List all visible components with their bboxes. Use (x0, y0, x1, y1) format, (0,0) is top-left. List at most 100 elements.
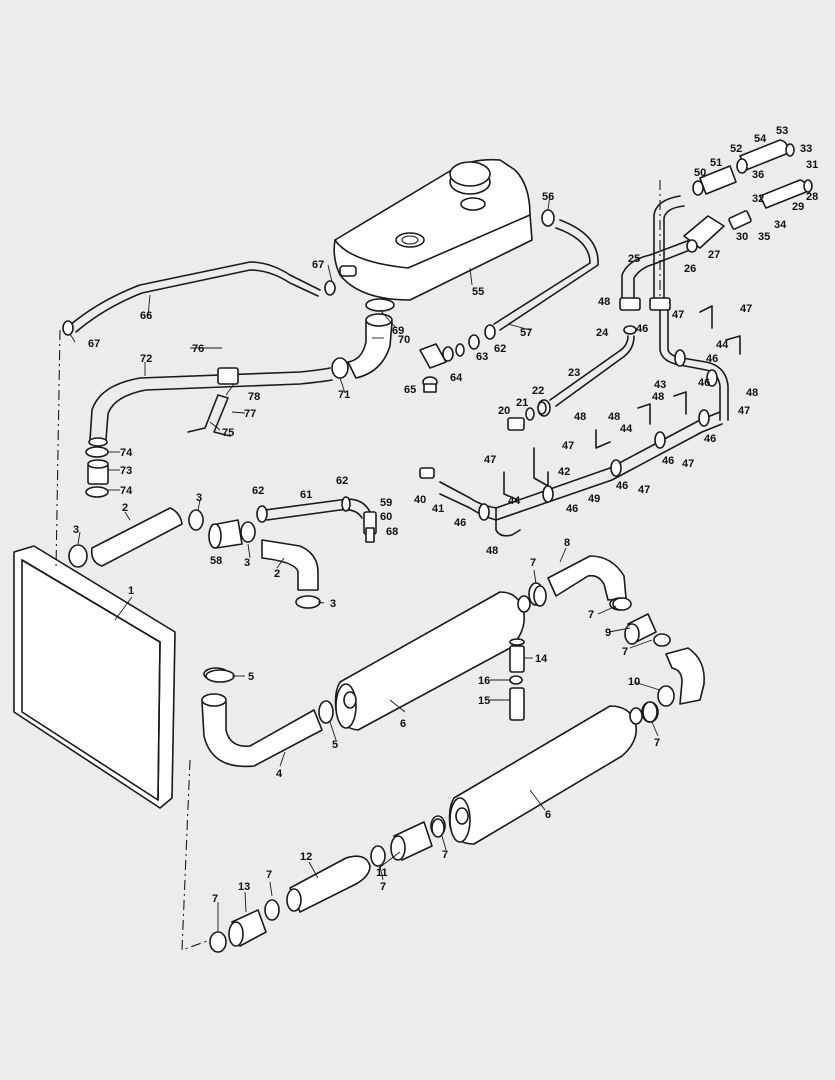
callout-47: 47 (740, 303, 752, 315)
callout-21: 21 (516, 397, 528, 409)
callout-7: 7 (530, 557, 536, 569)
callout-5: 5 (332, 739, 338, 751)
callout-26: 26 (684, 263, 696, 275)
callout-32: 32 (752, 193, 764, 205)
callout-71: 71 (338, 389, 350, 401)
callout-57: 57 (520, 327, 532, 339)
callout-74: 74 (120, 485, 133, 497)
pipe-12 (286, 855, 371, 913)
callout-3: 3 (330, 598, 336, 610)
callout-40: 40 (414, 494, 426, 506)
muffler-lower (448, 705, 643, 845)
callout-70: 70 (398, 334, 410, 346)
callout-47: 47 (562, 440, 574, 452)
pipe-23 (537, 325, 637, 417)
callout-75: 75 (222, 427, 234, 439)
callout-67: 67 (88, 338, 100, 350)
callout-34: 34 (774, 219, 787, 231)
callout-68: 68 (386, 526, 398, 538)
callout-9: 9 (605, 627, 611, 639)
callout-6: 6 (545, 809, 551, 821)
callout-64: 64 (450, 372, 463, 384)
callout-8: 8 (564, 537, 570, 549)
callout-73: 73 (120, 465, 132, 477)
callout-46: 46 (662, 455, 674, 467)
callout-46: 46 (698, 377, 710, 389)
callout-27: 27 (708, 249, 720, 261)
callout-2: 2 (274, 568, 280, 580)
callout-6: 6 (400, 718, 406, 730)
callout-58: 58 (210, 555, 222, 567)
callout-24: 24 (596, 327, 609, 339)
callout-78: 78 (248, 391, 260, 403)
hose-61 (256, 496, 377, 543)
callout-48: 48 (486, 545, 498, 557)
callout-47: 47 (682, 458, 694, 470)
callout-30: 30 (736, 231, 748, 243)
centerlines (55, 180, 661, 951)
brackets-42-44 (503, 305, 741, 501)
callout-43: 43 (654, 379, 666, 391)
callout-41: 41 (432, 503, 444, 515)
muffler-upper (318, 591, 531, 731)
callout-33: 33 (800, 143, 812, 155)
callout-labels: 1 2 2 3 3 3 3 4 5 5 6 6 7 7 7 7 7 7 7 7 … (73, 125, 818, 905)
coupling-73 (85, 446, 109, 498)
callout-22: 22 (532, 385, 544, 397)
callout-62: 62 (252, 485, 264, 497)
callout-31: 31 (806, 159, 818, 171)
callout-7: 7 (442, 849, 448, 861)
callout-76: 76 (192, 343, 204, 355)
leader-lines (69, 194, 661, 932)
sensor-14-16 (509, 638, 525, 721)
callout-65: 65 (404, 384, 416, 396)
elbow-70 (331, 298, 395, 379)
callout-55: 55 (472, 286, 484, 298)
elbow-10 (641, 647, 705, 723)
fittings-62-65 (419, 334, 480, 393)
fuel-tank (333, 158, 533, 301)
pipe-57 (484, 209, 599, 340)
callout-54: 54 (754, 133, 767, 145)
coupling-9 (624, 613, 671, 647)
callout-48: 48 (608, 411, 620, 423)
callout-46: 46 (704, 433, 716, 445)
callout-46: 46 (616, 480, 628, 492)
callout-50: 50 (694, 167, 706, 179)
callout-66: 66 (140, 310, 152, 322)
callout-67: 67 (312, 259, 324, 271)
callout-3: 3 (196, 492, 202, 504)
callout-7: 7 (588, 609, 594, 621)
callout-2: 2 (122, 502, 128, 514)
callout-51: 51 (710, 157, 722, 169)
callout-46: 46 (566, 503, 578, 515)
clamps (205, 585, 658, 838)
callout-35: 35 (758, 231, 770, 243)
fuel-line-66 (62, 261, 357, 336)
callout-11: 11 (376, 867, 388, 879)
callout-62: 62 (336, 475, 348, 487)
callout-20: 20 (498, 405, 510, 417)
callout-12: 12 (300, 851, 312, 863)
callout-15: 15 (478, 695, 490, 707)
callout-47: 47 (672, 309, 684, 321)
callout-16: 16 (478, 675, 490, 687)
callout-3: 3 (73, 524, 79, 536)
callout-36: 36 (752, 169, 764, 181)
coupling-13 (209, 899, 280, 953)
callout-14: 14 (535, 653, 548, 665)
callout-60: 60 (380, 511, 392, 523)
callout-48: 48 (598, 296, 610, 308)
callout-44: 44 (508, 495, 521, 507)
callout-46: 46 (706, 353, 718, 365)
callout-42: 42 (558, 466, 570, 478)
fittings-top-right (683, 139, 813, 253)
callout-47: 47 (738, 405, 750, 417)
callout-23: 23 (568, 367, 580, 379)
callout-3: 3 (244, 557, 250, 569)
callout-7: 7 (654, 737, 660, 749)
callout-59: 59 (380, 497, 392, 509)
callout-74: 74 (120, 447, 133, 459)
hose-2-lower (261, 539, 321, 609)
